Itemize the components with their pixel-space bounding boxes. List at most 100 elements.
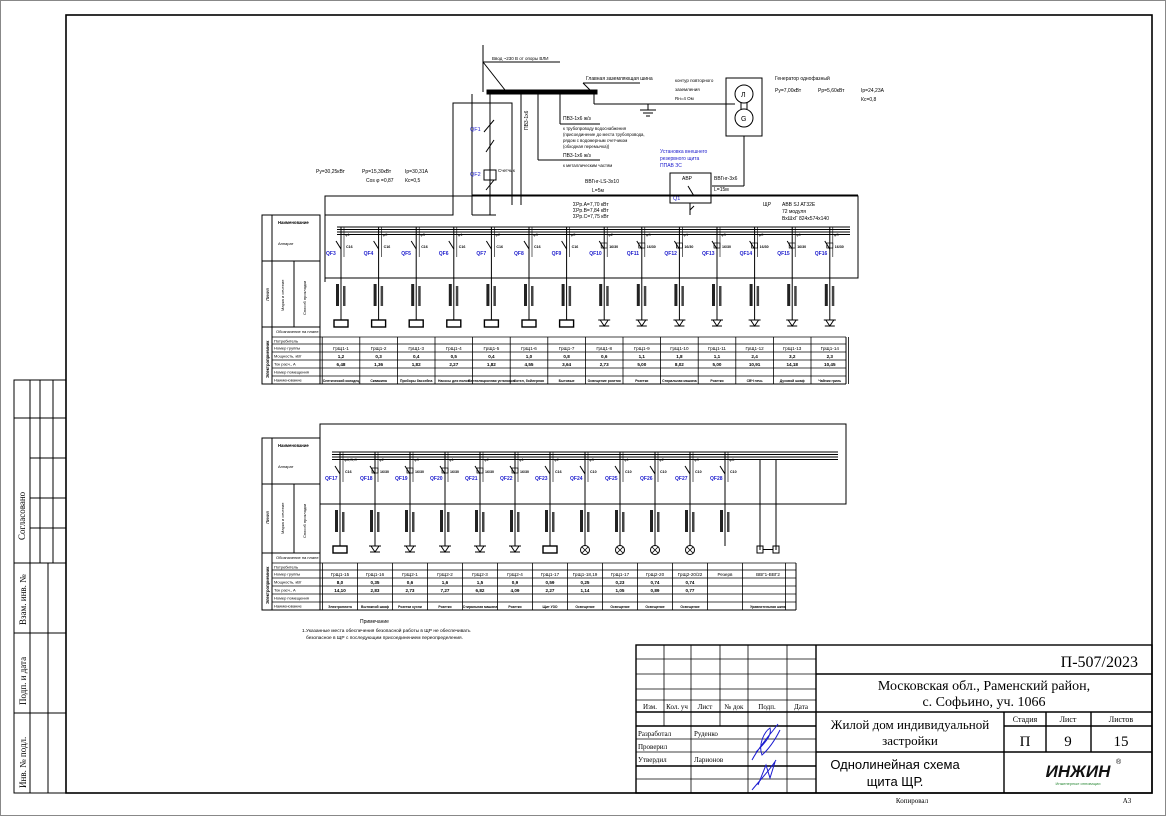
generator-current: Iр=24,23А	[861, 88, 885, 94]
breaker-label: QF3	[326, 251, 336, 257]
sheets-label: Листов	[1109, 715, 1134, 724]
breaker-label: QF27	[675, 476, 688, 482]
col-header: Лист	[698, 703, 713, 711]
notes-title: Примечание	[360, 619, 389, 625]
breaker-label: QF16	[815, 251, 828, 257]
panel-info-1: ABB SJ AT32E	[782, 202, 816, 208]
cell-power: 1,6	[442, 580, 449, 585]
cable-mark	[831, 286, 835, 306]
cable1-label: ПВ3-1х6 ж/з	[563, 116, 592, 122]
cable-mark	[720, 510, 723, 532]
rcd-symbol	[476, 467, 484, 474]
lamp-icon	[686, 546, 694, 554]
cable-in-label: ВВГнг-LS-3х10	[585, 179, 619, 185]
breaker-rating: C16	[345, 470, 352, 474]
cable-mark	[373, 284, 377, 306]
cell-power: 1,1	[639, 354, 646, 359]
cell-group: Резерв	[718, 572, 733, 577]
row-label-group: Номер группы	[274, 572, 300, 577]
feeder-phase: φ3	[414, 457, 420, 462]
generator-symbol-bottom: G	[741, 116, 746, 123]
load-box-icon	[333, 319, 349, 328]
cell-group: ГрЩ2-3	[472, 572, 488, 577]
feeder-phase: φ2	[608, 232, 614, 237]
load-box-icon	[483, 319, 500, 328]
title-block	[635, 644, 1153, 794]
cell-power: 1,8	[676, 354, 683, 359]
rcd-symbol	[441, 467, 449, 474]
rcd-symbol	[826, 242, 834, 249]
cell-name: Вытяжной шкаф	[361, 605, 389, 609]
notes-line2: безопасное в ЩР с последующим присоедине…	[306, 635, 463, 641]
role-label: Проверил	[638, 743, 668, 751]
breaker-rating: 16/30	[520, 470, 529, 474]
breaker-label: QF26	[640, 476, 653, 482]
socket-icon	[598, 319, 611, 327]
breaker-rating: C10	[695, 470, 702, 474]
cell-current: 6,82	[476, 588, 485, 593]
cell-name: Розетки	[635, 379, 648, 383]
ats-note-1: Установка внешнего	[660, 149, 707, 155]
row-label-vertical: Электроприемник	[265, 566, 270, 604]
cable-mark	[405, 510, 408, 532]
breaker-label: QF12	[664, 251, 677, 257]
cable-mark	[794, 286, 797, 306]
breaker-rating: C16	[421, 245, 428, 249]
breaker-label: QF21	[465, 476, 478, 482]
row-label-app: Аппарат	[278, 241, 294, 246]
cell-name: Розетки	[438, 605, 451, 609]
cell-name: Освещение	[645, 605, 664, 609]
cell-current: 2,73	[406, 588, 415, 593]
ground-loop-3: Rн=4 Ом	[675, 96, 694, 101]
cell-group: ГрЩ2-2	[437, 572, 453, 577]
breaker-rating: C16	[384, 245, 391, 249]
cell-name: Розетки	[710, 379, 723, 383]
stage-value: П	[1020, 734, 1031, 750]
breaker-rating: C16	[496, 245, 503, 249]
breaker-label: QF10	[589, 251, 602, 257]
row-label-line: Линия	[265, 511, 270, 524]
panel-info-2: 72 модуля	[782, 209, 806, 215]
cell-name: Освещение	[610, 605, 629, 609]
cell-group: ГрЩ2-20	[646, 572, 665, 577]
row-label-vertical: Электроприемник	[265, 340, 270, 378]
breaker-rating: 16/30	[485, 470, 494, 474]
feeder-phase: φ3	[420, 232, 426, 237]
cell-name: Освещение	[680, 605, 699, 609]
feeder-phase: φ3	[721, 232, 727, 237]
cell-current: 10,45	[824, 362, 836, 367]
socket-icon	[786, 319, 799, 327]
socket-icon	[439, 545, 451, 553]
cell-group: ГрЩ2-4	[507, 572, 523, 577]
breaker-rating: 16/30	[797, 245, 806, 249]
feeder-phase: φ2	[759, 232, 765, 237]
title-block-grid	[636, 645, 816, 793]
cable-mark	[418, 286, 421, 306]
generator-p-calc: Рр=5,60кВт	[818, 88, 845, 94]
cell-group: ГрЩ1-15	[331, 572, 350, 577]
breaker-label: QF28	[710, 476, 723, 482]
lamp-icon	[580, 545, 590, 555]
generator-p-inst: Ру=7,00кВт	[775, 88, 802, 94]
row-label-consumer: Потребитель	[274, 565, 298, 570]
cell-current: 2,27	[546, 588, 555, 593]
role-name: Ларионов	[694, 756, 724, 764]
side-stamp	[13, 379, 67, 794]
cable-mark	[377, 512, 380, 532]
cell-current: 5,00	[637, 362, 646, 367]
cable-mark	[475, 510, 478, 532]
feeder-phase: φ1	[519, 457, 525, 462]
cable-mark	[787, 284, 791, 306]
breaker-blade	[544, 465, 551, 475]
rcd-symbol	[406, 467, 414, 474]
breaker-label: QF22	[500, 476, 513, 482]
cell-group: ГрЩ1-10	[670, 346, 689, 351]
cell-group: ГрЩ1-11	[708, 346, 726, 351]
